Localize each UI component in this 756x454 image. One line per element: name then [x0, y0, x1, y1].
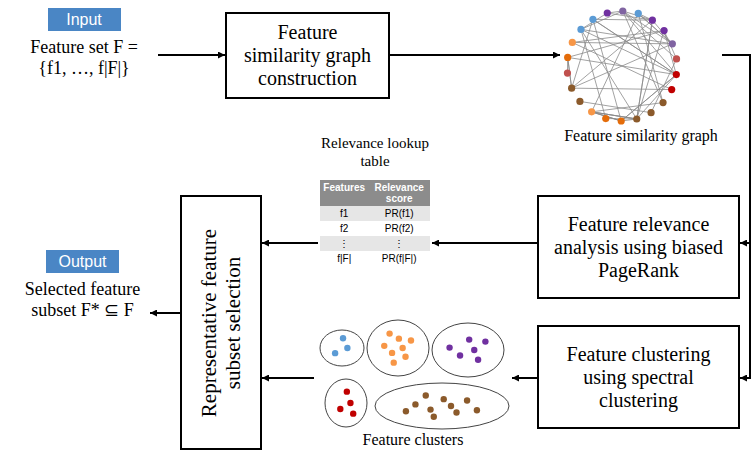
graph-caption: Feature similarity graph	[560, 126, 722, 145]
graph-illustration: Feature similarity graph	[560, 4, 722, 166]
box-label: Feature clustering using spectral cluste…	[539, 337, 738, 418]
io-tag: Output	[46, 250, 119, 273]
io-text: Feature set F = {f1, …, f|F|}	[23, 37, 145, 78]
table-cell: PR(f2)	[368, 221, 430, 236]
process-box: Feature relevance analysis using biased …	[537, 195, 740, 299]
table-title: Relevance lookup table	[318, 134, 432, 170]
box-label: Feature relevance analysis using biased …	[539, 207, 738, 288]
table-cell: PR(f|F|)	[368, 251, 430, 266]
table-cell: ⋮	[320, 236, 368, 251]
process-box: Feature similarity graph construction	[225, 12, 390, 99]
flow-arrow	[262, 377, 314, 379]
process-box: Representative feature subset selection	[180, 195, 262, 450]
flow-arrow	[512, 377, 537, 379]
lookup-table: Relevance lookup tableFeaturesRelevance …	[318, 132, 432, 294]
flow-arrow	[158, 54, 225, 56]
output-block: OutputSelected feature subset F* ⊆ F	[15, 250, 150, 345]
table-cell: f|F|	[320, 251, 368, 266]
table-cell: Features	[320, 180, 368, 206]
table-cell: Relevance score	[368, 180, 430, 206]
cluster-caption: Feature clusters	[314, 430, 512, 449]
table-cell: f2	[320, 221, 368, 236]
box-label: Feature similarity graph construction	[227, 15, 388, 96]
process-box: Feature clustering using spectral cluste…	[537, 325, 740, 429]
io-text: Selected feature subset F* ⊆ F	[22, 279, 144, 320]
flow-arrow	[432, 242, 537, 244]
table-cell: PR(f1)	[368, 206, 430, 221]
input-block: InputFeature set F = {f1, …, f|F|}	[10, 8, 158, 90]
cluster-illustration: Feature clusters	[314, 316, 512, 452]
cluster-blobs	[314, 316, 512, 432]
io-tag: Input	[48, 8, 121, 31]
table-cell: f1	[320, 206, 368, 221]
table-cell: ⋮	[368, 236, 430, 251]
flow-arrow	[390, 54, 560, 56]
flow-arrow	[150, 312, 180, 314]
flow-arrow	[262, 242, 318, 244]
box-label: Representative feature subset selection	[197, 203, 245, 443]
similarity-graph	[560, 4, 722, 126]
table-grid: FeaturesRelevance scoref1PR(f1)f2PR(f2)⋮…	[320, 180, 430, 266]
